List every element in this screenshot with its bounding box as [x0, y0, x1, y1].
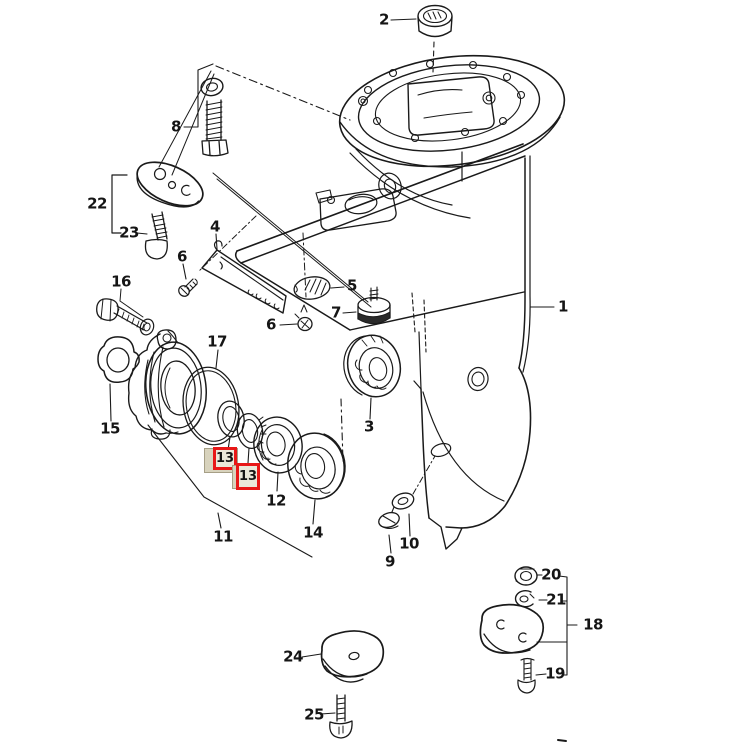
bearing-carrier-drawing	[127, 329, 207, 440]
part-label-20: 20	[541, 565, 561, 584]
leader-lines	[390, 18, 555, 308]
part-label-6: 6	[266, 315, 276, 334]
part-label-15: 15	[100, 419, 120, 438]
part-8-bolt-drawing	[183, 63, 351, 157]
part-label-3: 3	[364, 417, 374, 436]
gearcase-housing-drawing	[234, 54, 567, 742]
part-label-1: 1	[558, 297, 568, 316]
part-label-14: 14	[303, 523, 323, 542]
highlighted-part-label-13[interactable]: 13	[213, 447, 237, 470]
part-label-16: 16	[111, 272, 131, 291]
part-label-5: 5	[347, 276, 357, 295]
part-label-4: 4	[210, 217, 220, 236]
part-label-9: 9	[385, 552, 395, 571]
part-label-19: 19	[545, 664, 565, 683]
part-label-7: 7	[331, 303, 341, 322]
part-17-oring-drawing	[182, 349, 240, 446]
part-12-bearing-drawing	[253, 416, 303, 492]
part-label-22: 22	[87, 194, 107, 213]
part-label-21: 21	[546, 590, 566, 609]
part-label-17: 17	[207, 332, 227, 351]
part-label-6: 6	[177, 247, 187, 266]
part-24-25-pad-screw-drawing	[301, 630, 385, 739]
part-23-screw-drawing	[136, 211, 168, 260]
part-label-18: 18	[583, 615, 603, 634]
part-18-21-group-drawing	[479, 566, 578, 694]
part-label-8: 8	[171, 117, 181, 136]
part-14-bearing-drawing	[287, 432, 346, 525]
part-15-ring-drawing	[97, 336, 140, 422]
part-6-screws-drawing	[178, 215, 313, 332]
part-4-plate-drawing	[201, 233, 287, 314]
part-2-bushing-drawing	[417, 4, 453, 73]
part-label-10: 10	[399, 534, 419, 553]
part-label-11: 11	[213, 527, 233, 546]
part-label-2: 2	[379, 10, 389, 29]
part-label-12: 12	[266, 491, 286, 510]
part-label-25: 25	[304, 705, 324, 724]
assembly-11-bracket	[147, 424, 313, 558]
part-22-pad-drawing	[111, 70, 372, 308]
part-label-24: 24	[283, 647, 303, 666]
highlighted-part-label-13[interactable]: 13	[236, 463, 260, 490]
part-5-disc-drawing	[293, 276, 345, 300]
part-7-mount-drawing	[342, 286, 391, 325]
part-3-bearing-drawing	[340, 334, 402, 462]
part-label-23: 23	[119, 223, 139, 242]
part-9-10-drain-screw-drawing	[378, 455, 436, 554]
part-16-bolt-drawing	[96, 288, 155, 336]
